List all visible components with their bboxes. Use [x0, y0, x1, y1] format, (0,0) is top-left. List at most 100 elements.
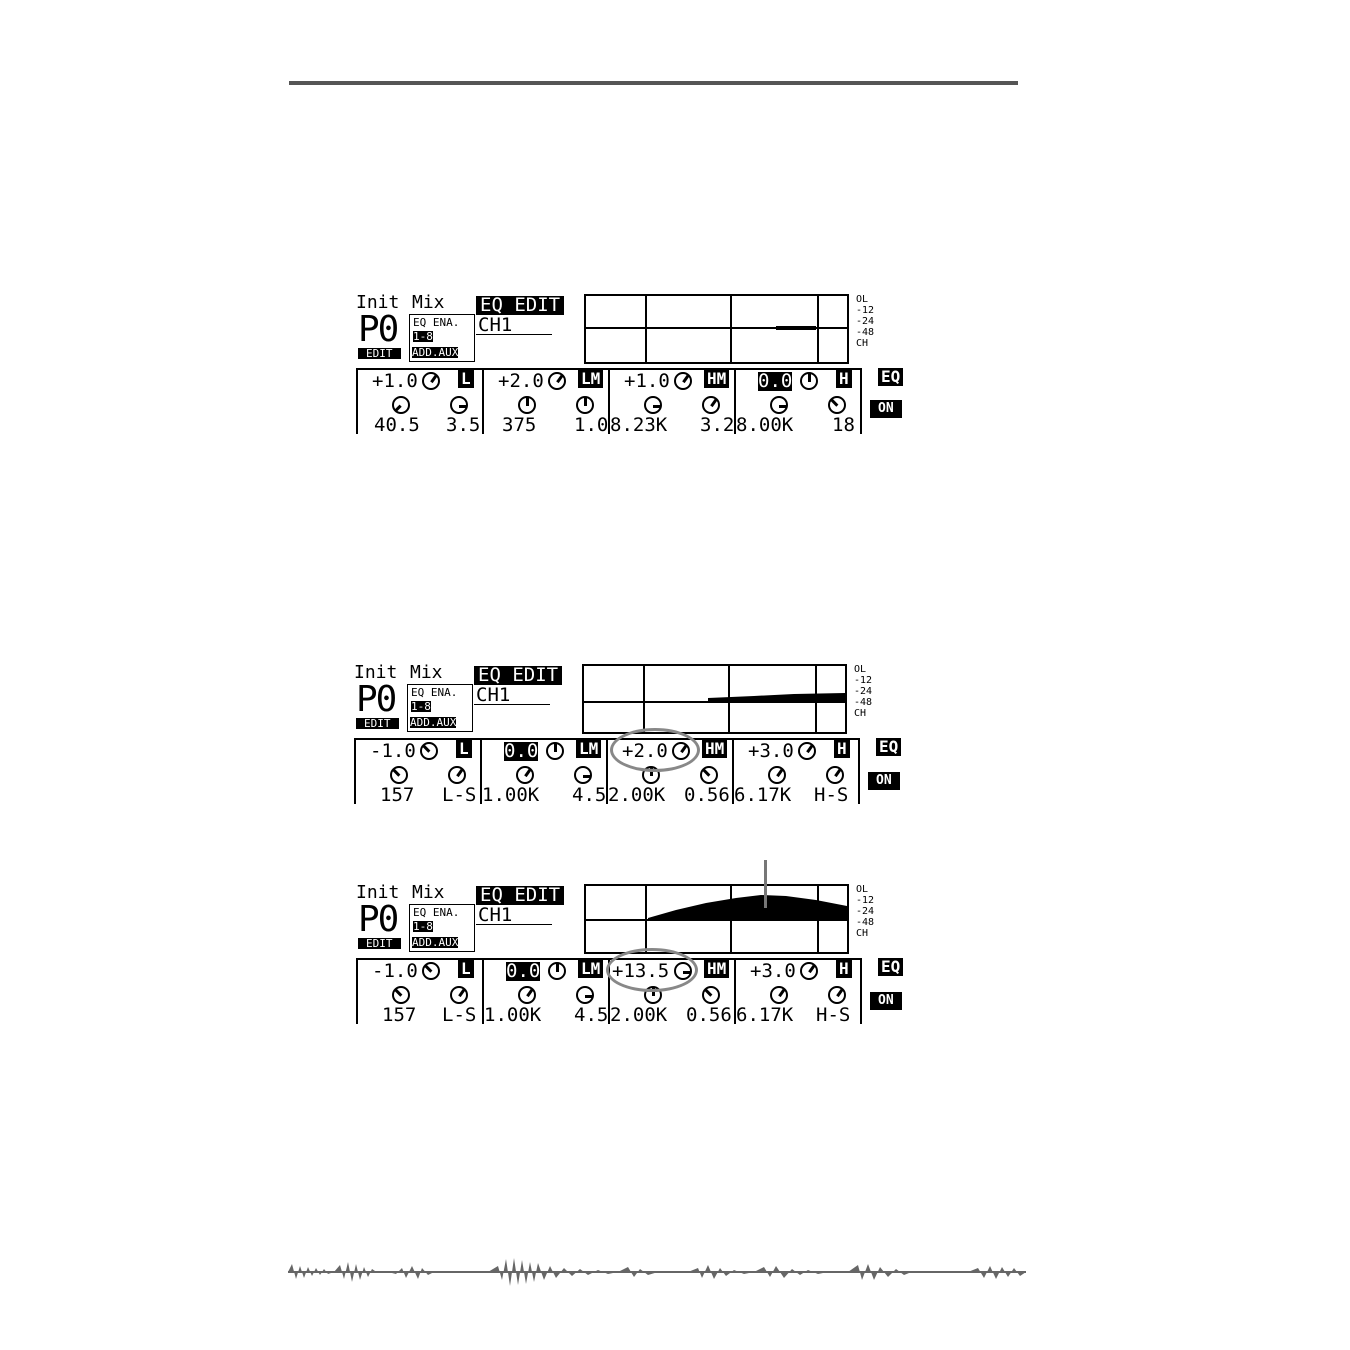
band-gain[interactable]: 0.0	[504, 740, 539, 762]
band-gain[interactable]: 0.0	[758, 370, 793, 392]
band-panel-l[interactable]: -1.0 L 157 L-S	[354, 738, 480, 806]
eq-on-button[interactable]: ON	[868, 772, 900, 790]
band-q[interactable]: L-S	[442, 1004, 477, 1026]
gain-knob-icon[interactable]	[548, 372, 566, 390]
freq-knob-icon[interactable]	[518, 986, 536, 1004]
gain-knob-icon[interactable]	[548, 962, 566, 980]
band-panel-l[interactable]: -1.0 L 157 L-S	[356, 958, 482, 1026]
gain-knob-icon[interactable]	[546, 742, 564, 760]
meter-label: -24	[856, 316, 875, 327]
freq-knob-icon[interactable]	[390, 766, 408, 784]
q-knob-icon[interactable]	[828, 396, 846, 414]
freq-knob-icon[interactable]	[392, 396, 410, 414]
band-freq[interactable]: 157	[380, 784, 415, 806]
band-name: L	[458, 960, 474, 978]
eq-edit-screen-1: Init Mix P0 EDIT EQ ENA. 1-8 ADD.AUX EQ …	[356, 292, 916, 436]
q-knob-icon[interactable]	[828, 986, 846, 1004]
band-q[interactable]: 1.0	[574, 414, 609, 436]
band-q[interactable]: L-S	[442, 784, 477, 806]
band-freq[interactable]: 1.00K	[482, 784, 540, 806]
band-panel-lm[interactable]: 0.0 LM 1.00K 4.5	[482, 958, 609, 1026]
band-panel-lm[interactable]: 0.0 LM 1.00K 4.5	[480, 738, 607, 806]
band-panel-hm[interactable]: +1.0 HM 8.23K 3.2	[608, 368, 735, 436]
band-panel-l[interactable]: +1.0 L 40.5 3.5	[356, 368, 482, 436]
edit-label[interactable]: EDIT	[358, 938, 401, 949]
band-freq[interactable]: 1.00K	[484, 1004, 542, 1026]
band-gain[interactable]: +1.0	[624, 370, 670, 392]
freq-knob-icon[interactable]	[516, 766, 534, 784]
gain-knob-icon[interactable]	[674, 372, 692, 390]
band-q[interactable]: H-S	[816, 1004, 851, 1026]
gain-knob-icon[interactable]	[422, 372, 440, 390]
band-freq[interactable]: 8.23K	[610, 414, 668, 436]
band-q[interactable]: 0.56	[686, 1004, 732, 1026]
edit-label[interactable]: EDIT	[356, 718, 399, 729]
screen-title: EQ EDIT	[476, 296, 565, 315]
eq-enable-box: EQ ENA. 1-8 ADD.AUX	[409, 314, 475, 362]
band-q[interactable]: H-S	[814, 784, 849, 806]
band-q[interactable]: 4.5	[574, 1004, 609, 1026]
freq-knob-icon[interactable]	[392, 986, 410, 1004]
freq-knob-icon[interactable]	[518, 396, 536, 414]
freq-knob-icon[interactable]	[644, 396, 662, 414]
band-gain[interactable]: +1.0	[372, 370, 418, 392]
eq-edit-screen-2: Init Mix P0 EDIT EQ ENA. 1-8 ADD.AUX EQ …	[354, 664, 914, 806]
band-freq[interactable]: 375	[502, 414, 537, 436]
band-gain[interactable]: 0.0	[506, 960, 541, 982]
gain-knob-icon[interactable]	[800, 962, 818, 980]
edit-label[interactable]: EDIT	[358, 348, 401, 359]
band-q[interactable]: 3.2	[700, 414, 735, 436]
band-q[interactable]: 3.5	[446, 414, 481, 436]
gain-knob-icon[interactable]	[798, 742, 816, 760]
band-panel-h[interactable]: 0.0 H 8.00K 18	[734, 368, 862, 436]
screen-title: EQ EDIT	[476, 886, 565, 905]
freq-knob-icon[interactable]	[770, 396, 788, 414]
band-q[interactable]: 18	[832, 414, 855, 436]
band-panel-h[interactable]: +3.0 H 6.17K H-S	[732, 738, 860, 806]
band-freq[interactable]: 157	[382, 1004, 417, 1026]
band-q[interactable]: 0.56	[684, 784, 730, 806]
q-knob-icon[interactable]	[448, 766, 466, 784]
q-knob-icon[interactable]	[826, 766, 844, 784]
band-name: LM	[578, 960, 604, 978]
band-q[interactable]: 4.5	[572, 784, 607, 806]
q-knob-icon[interactable]	[700, 766, 718, 784]
freq-knob-icon[interactable]	[768, 766, 786, 784]
title-underline	[476, 334, 552, 335]
band-freq[interactable]: 2.00K	[610, 1004, 668, 1026]
q-knob-icon[interactable]	[450, 396, 468, 414]
band-gain[interactable]: -1.0	[370, 740, 416, 762]
q-knob-icon[interactable]	[576, 396, 594, 414]
q-knob-icon[interactable]	[702, 986, 720, 1004]
eq-curve-graph	[584, 294, 849, 364]
eq-curve-graph	[584, 884, 849, 954]
band-panel-h[interactable]: +3.0 H 6.17K H-S	[734, 958, 862, 1026]
scene-name: Init	[356, 292, 400, 313]
eq-enable-label: EQ ENA.	[413, 906, 460, 919]
gain-knob-icon[interactable]	[420, 742, 438, 760]
band-panel-lm[interactable]: +2.0 LM 375 1.0	[482, 368, 609, 436]
band-gain[interactable]: -1.0	[372, 960, 418, 982]
band-freq[interactable]: 6.17K	[734, 784, 792, 806]
q-knob-icon[interactable]	[450, 986, 468, 1004]
band-freq[interactable]: 40.5	[374, 414, 420, 436]
eq-curve-graph	[582, 664, 847, 734]
eq-label: EQ	[878, 368, 904, 386]
band-gain[interactable]: +3.0	[748, 740, 794, 762]
q-knob-icon[interactable]	[702, 396, 720, 414]
gain-knob-icon[interactable]	[800, 372, 818, 390]
eq-on-button[interactable]: ON	[870, 400, 902, 418]
gain-knob-icon[interactable]	[422, 962, 440, 980]
eq-on-button[interactable]: ON	[870, 992, 902, 1010]
freq-knob-icon[interactable]	[770, 986, 788, 1004]
band-freq[interactable]: 6.17K	[736, 1004, 794, 1026]
band-freq[interactable]: 2.00K	[608, 784, 666, 806]
band-freq[interactable]: 8.00K	[736, 414, 794, 436]
q-knob-icon[interactable]	[576, 986, 594, 1004]
band-gain[interactable]: +2.0	[498, 370, 544, 392]
meter-label: -12	[856, 895, 875, 906]
q-knob-icon[interactable]	[574, 766, 592, 784]
band-gain[interactable]: +3.0	[750, 960, 796, 982]
meter-label: -48	[854, 697, 873, 708]
band-name: H	[834, 740, 850, 758]
